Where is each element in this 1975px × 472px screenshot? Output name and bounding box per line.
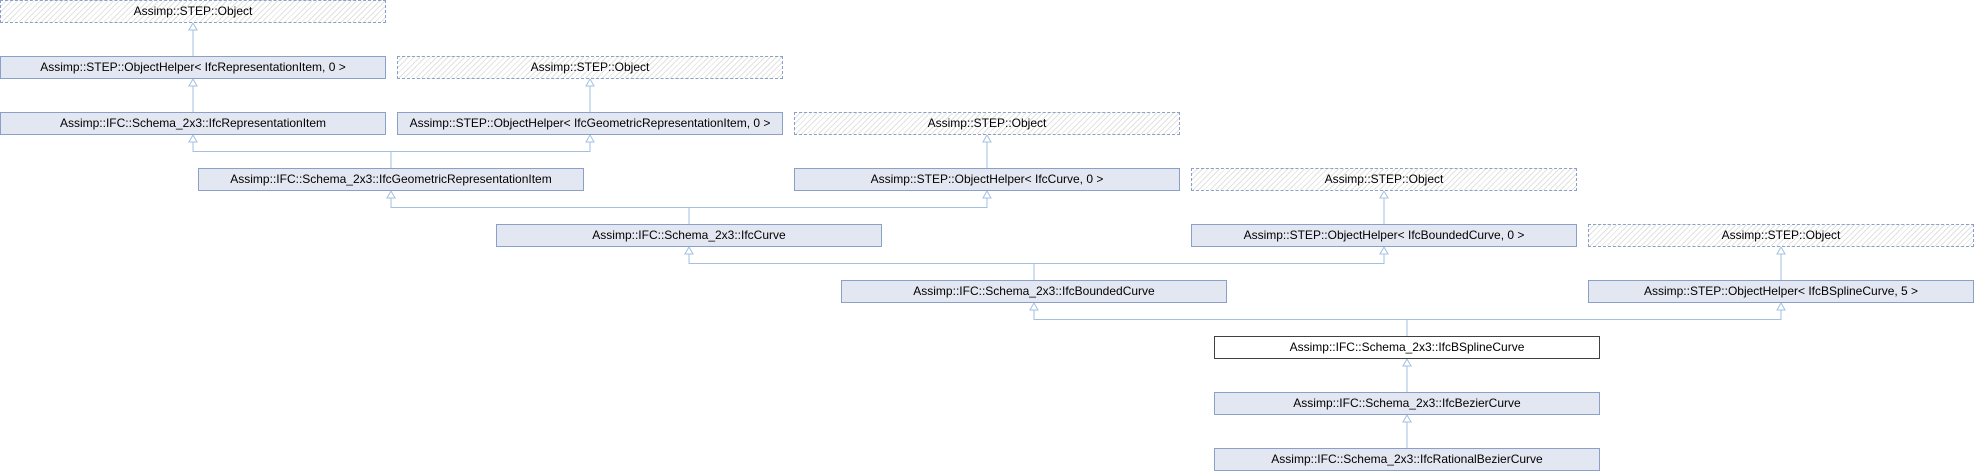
node-ifcboundedcurve[interactable]: Assimp::IFC::Schema_2x3::IfcBoundedCurve (841, 280, 1227, 303)
inheritance-edge-curve-to-geomrepitem (390, 197, 690, 224)
inheritance-arrowhead (684, 245, 694, 255)
inheritance-arrowhead (386, 189, 396, 199)
node-label: Assimp::IFC::Schema_2x3::IfcBoundedCurve (913, 284, 1155, 298)
node-label: Assimp::IFC::Schema_2x3::IfcCurve (592, 228, 786, 242)
node-objecthelper-ifcboundedcurve[interactable]: Assimp::STEP::ObjectHelper< IfcBoundedCu… (1191, 224, 1577, 247)
inheritance-edge-boundedcurve-to-curve (688, 253, 1035, 280)
node-label: Assimp::STEP::ObjectHelper< IfcGeometric… (409, 116, 771, 130)
node-label: Assimp::STEP::Object (530, 60, 650, 74)
node-label: Assimp::STEP::ObjectHelper< IfcRepresent… (40, 60, 346, 74)
node-label: Assimp::STEP::Object (1324, 172, 1444, 186)
inheritance-arrowhead (1776, 245, 1786, 255)
node-label: Assimp::STEP::ObjectHelper< IfcCurve, 0 … (870, 172, 1104, 186)
inheritance-arrowhead (1379, 245, 1389, 255)
node-ifcrationalbeziercurve[interactable]: Assimp::IFC::Schema_2x3::IfcRationalBezi… (1214, 448, 1600, 471)
inheritance-arrowhead (1029, 301, 1039, 311)
inheritance-arrowhead (585, 77, 595, 87)
node-label: Assimp::IFC::Schema_2x3::IfcGeometricRep… (230, 172, 552, 186)
node-ifcbsplinecurve-current: Assimp::IFC::Schema_2x3::IfcBSplineCurve (1214, 336, 1600, 359)
node-objecthelper-ifcbsplinecurve[interactable]: Assimp::STEP::ObjectHelper< IfcBSplineCu… (1588, 280, 1974, 303)
inheritance-edge-geomrepitem-to-helper_geomrepitem (390, 141, 591, 168)
inheritance-arrowhead (188, 133, 198, 143)
inheritance-arrowhead (1402, 357, 1412, 367)
inheritance-edge-bspline-to-helper_bspline (1406, 309, 1782, 336)
node-label: Assimp::STEP::Object (927, 116, 1047, 130)
inheritance-arrowhead (188, 21, 198, 31)
inheritance-edge-bspline-to-boundedcurve (1033, 309, 1408, 336)
node-label: Assimp::IFC::Schema_2x3::IfcBSplineCurve (1289, 340, 1525, 354)
node-ifcbeziercurve[interactable]: Assimp::IFC::Schema_2x3::IfcBezierCurve (1214, 392, 1600, 415)
inheritance-arrowhead (1379, 189, 1389, 199)
node-ifccurve[interactable]: Assimp::IFC::Schema_2x3::IfcCurve (496, 224, 882, 247)
node-ifcrepresentationitem[interactable]: Assimp::IFC::Schema_2x3::IfcRepresentati… (0, 112, 386, 135)
inheritance-edge-boundedcurve-to-helper_boundedcurve (1033, 253, 1385, 280)
node-step-object-1[interactable]: Assimp::STEP::Object (0, 0, 386, 23)
inheritance-arrowhead (188, 77, 198, 87)
inheritance-arrowhead (585, 133, 595, 143)
inheritance-arrowhead (982, 189, 992, 199)
inheritance-arrowhead (1402, 413, 1412, 423)
node-objecthelper-ifcrepresentationitem[interactable]: Assimp::STEP::ObjectHelper< IfcRepresent… (0, 56, 386, 79)
node-label: Assimp::IFC::Schema_2x3::IfcRationalBezi… (1271, 452, 1543, 466)
inheritance-edge-curve-to-helper_curve (688, 197, 988, 224)
inheritance-arrowhead (982, 133, 992, 143)
inheritance-arrowhead (1776, 301, 1786, 311)
node-objecthelper-ifcgeometricrepresentationitem[interactable]: Assimp::STEP::ObjectHelper< IfcGeometric… (397, 112, 783, 135)
node-label: Assimp::STEP::ObjectHelper< IfcBoundedCu… (1243, 228, 1525, 242)
node-step-object-4[interactable]: Assimp::STEP::Object (1191, 168, 1577, 191)
node-label: Assimp::STEP::ObjectHelper< IfcBSplineCu… (1643, 284, 1919, 298)
node-label: Assimp::STEP::Object (133, 4, 253, 18)
node-label: Assimp::IFC::Schema_2x3::IfcBezierCurve (1293, 396, 1521, 410)
node-objecthelper-ifccurve[interactable]: Assimp::STEP::ObjectHelper< IfcCurve, 0 … (794, 168, 1180, 191)
node-step-object-2[interactable]: Assimp::STEP::Object (397, 56, 783, 79)
inheritance-edge-geomrepitem-to-repitem (192, 141, 392, 168)
node-label: Assimp::STEP::Object (1721, 228, 1841, 242)
node-step-object-5[interactable]: Assimp::STEP::Object (1588, 224, 1974, 247)
node-label: Assimp::IFC::Schema_2x3::IfcRepresentati… (59, 116, 327, 130)
node-ifcgeometricrepresentationitem[interactable]: Assimp::IFC::Schema_2x3::IfcGeometricRep… (198, 168, 584, 191)
node-step-object-3[interactable]: Assimp::STEP::Object (794, 112, 1180, 135)
